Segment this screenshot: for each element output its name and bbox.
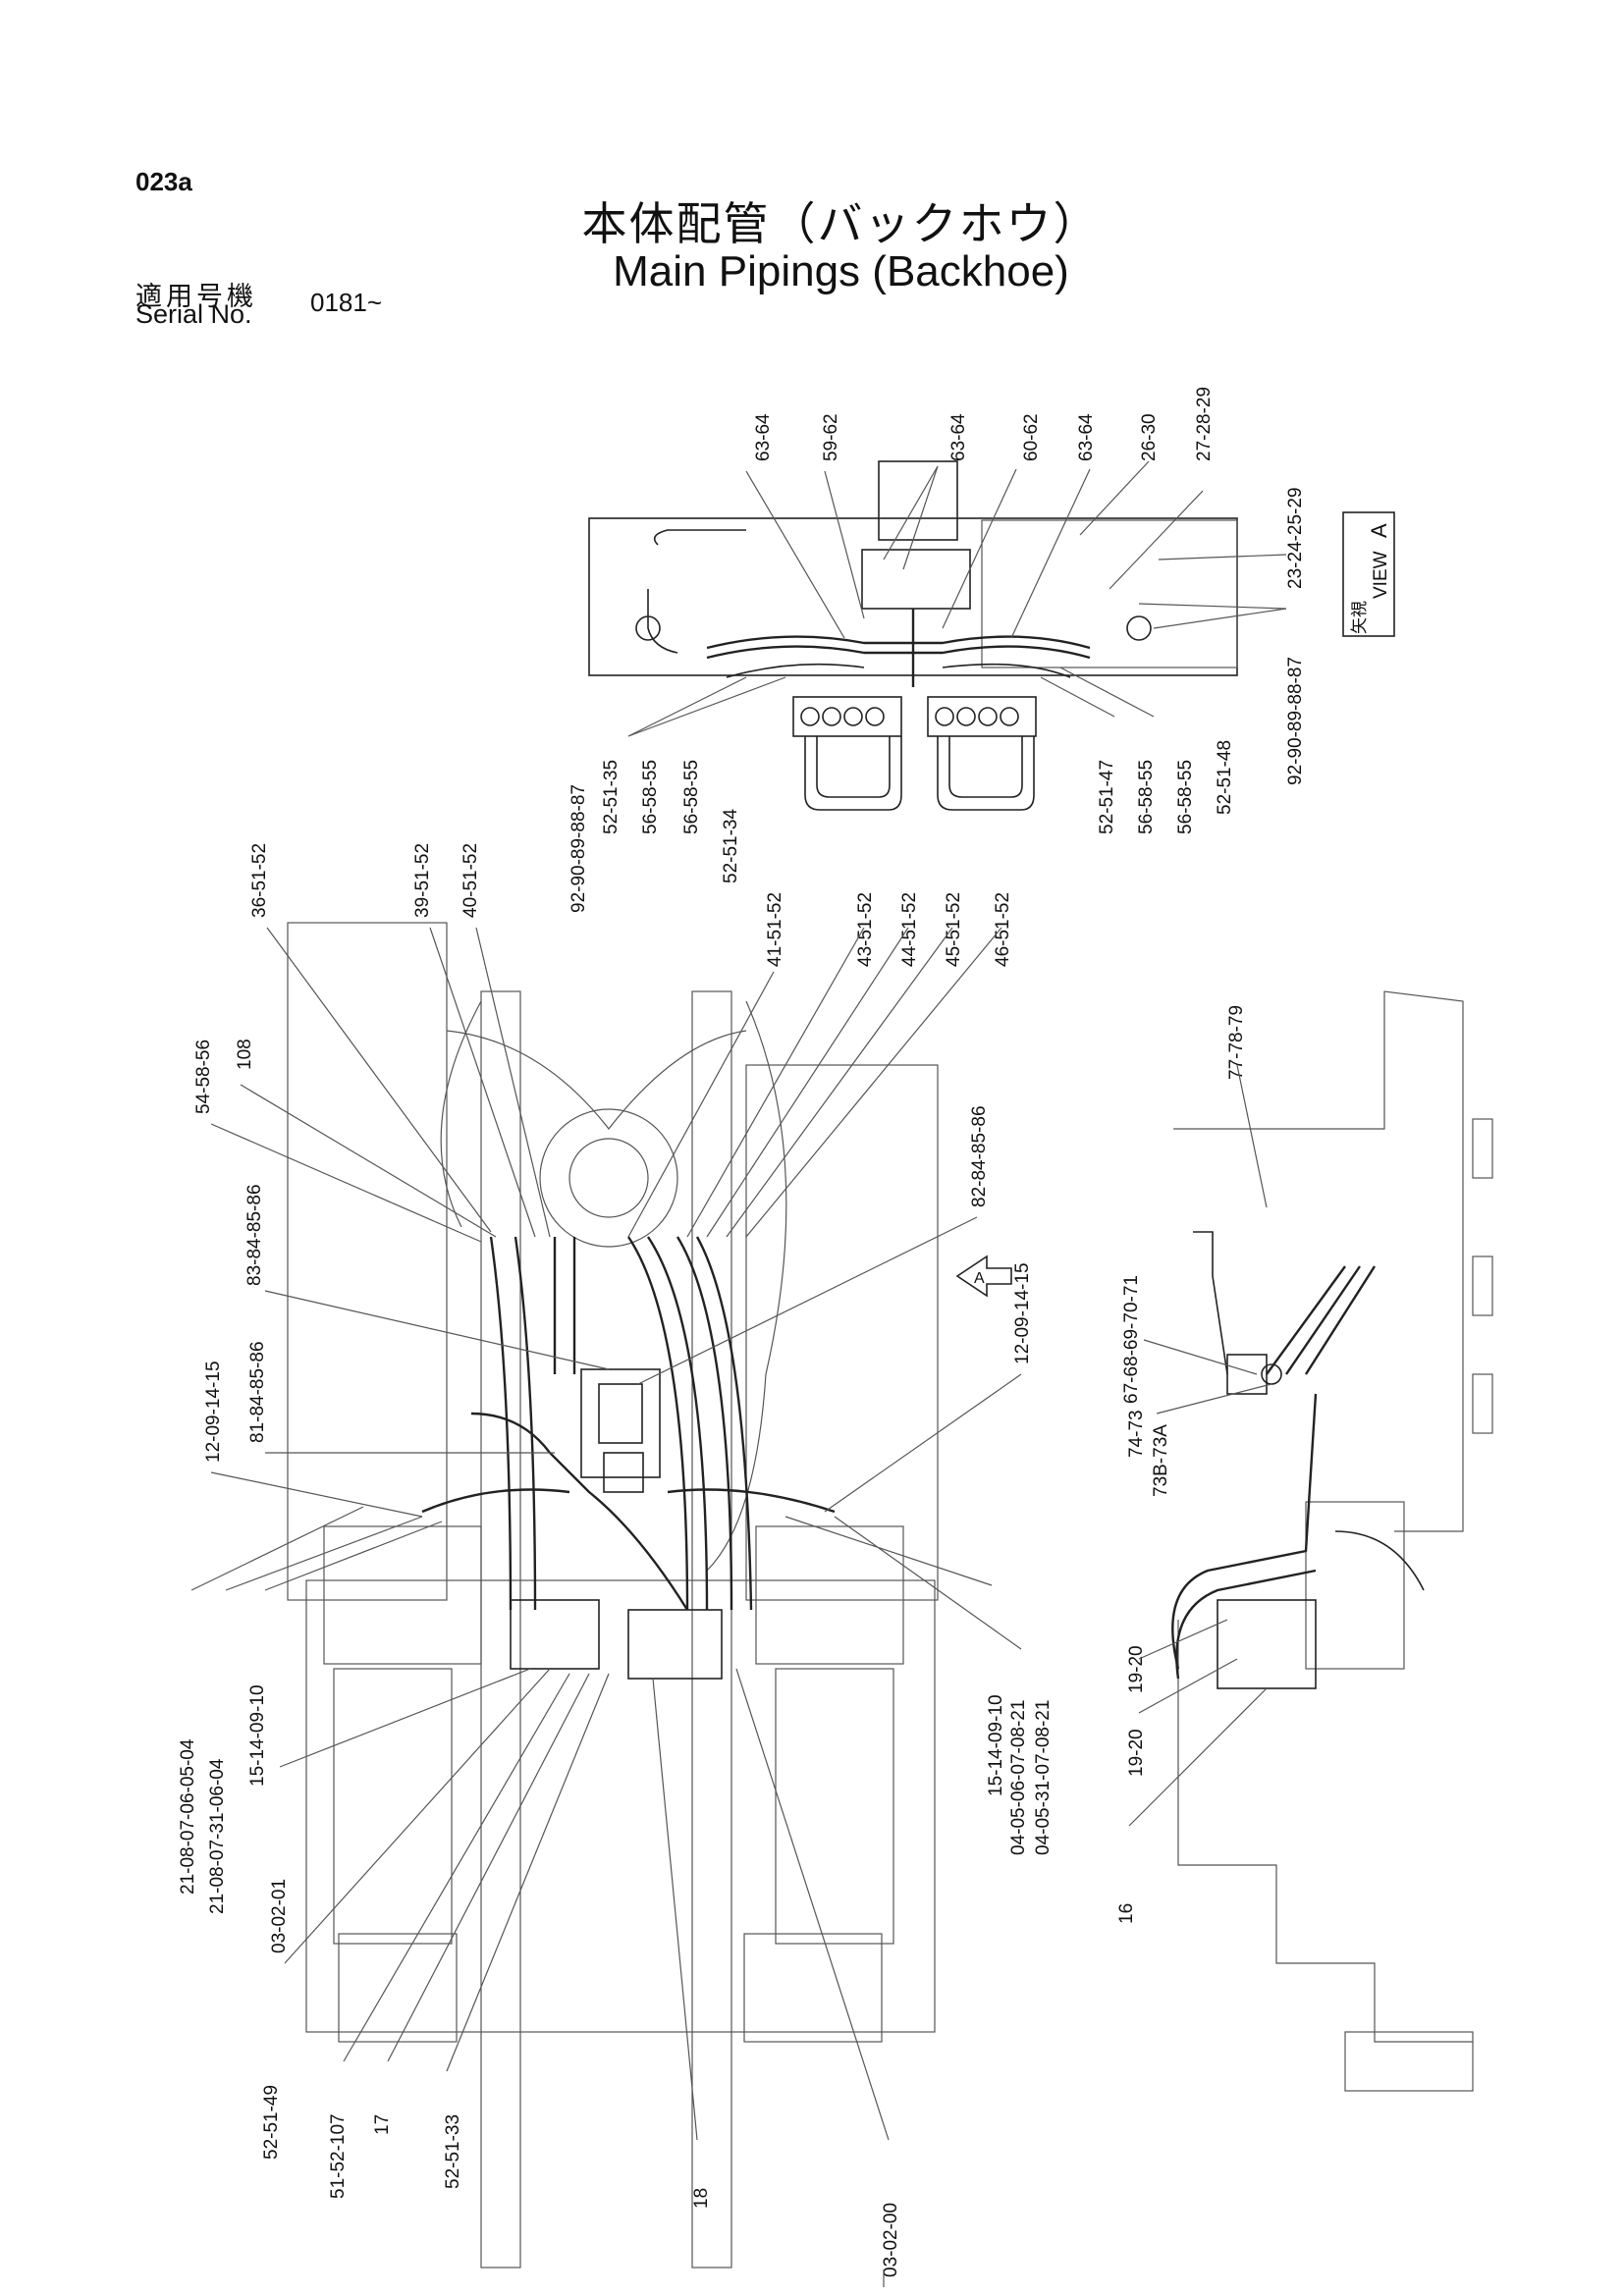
callout-label: 04-05-31-07-08-21 [1033,1700,1054,1855]
main-plan-view: A [287,922,1012,2269]
callout-label: 40-51-52 [460,843,481,918]
view-label-letter: A [1367,523,1391,538]
serial-label: Serial No. [135,299,252,329]
callout-label: 41-51-52 [765,892,785,967]
callout-label: 92-90-89-88-87 [568,784,589,913]
view-a-arrow-icon [955,1255,1012,1298]
callout-label: 18 [691,2188,712,2209]
callout-label: 60-62 [1021,413,1042,461]
callout-label: 45-51-52 [944,892,964,967]
callout-label: 56-58-55 [1136,760,1157,834]
callout-label: 12-09-14-15 [203,1361,224,1463]
callout-label: 21-08-07-06-05-04 [178,1738,198,1895]
callout-label: 26-30 [1139,413,1160,461]
callout-label: 21-08-07-31-06-04 [207,1758,228,1914]
callout-label: 15-14-09-10 [986,1694,1006,1796]
page-title: Main Pipings (Backhoe) [613,247,1069,295]
callout-label: 46-51-52 [993,892,1013,967]
view-a-valve-left [792,696,902,737]
view-a-detail [588,460,1238,811]
view-a-label-box: 矢視 VIEW A [1342,511,1395,637]
callout-label: 43-51-52 [855,892,876,967]
callout-label: 73B-73A [1151,1424,1171,1497]
view-a-valve-right [927,696,1037,737]
callout-label: 52-51-48 [1215,740,1235,815]
callout-label: 56-58-55 [681,760,702,834]
callout-label: 63-64 [753,413,774,461]
callout-label: 17 [372,2114,393,2135]
callout-label: 52-51-35 [601,760,622,834]
callout: 92-90-89-88-87 [1285,657,1306,785]
main-callouts: 36-51-52 39-51-52 40-51-52 41-51-52 43-51-52… [178,843,1054,2277]
callout-label: 54-58-56 [193,1040,214,1114]
callout-label: 04-05-06-07-08-21 [1008,1700,1029,1855]
callout-label: 63-64 [1076,413,1097,461]
callout-label: 16 [1116,1903,1137,1924]
arrow-letter: A [974,1270,985,1287]
callout-label: 52-51-47 [1097,760,1117,834]
callout-label: 63-64 [948,413,969,461]
callout-label: 27-28-29 [1194,387,1215,461]
callout-label: 19-20 [1126,1645,1147,1693]
callout-label: 74-73 [1126,1410,1147,1458]
callout-label: 36-51-52 [249,843,270,918]
callout-label: 15-14-09-10 [247,1684,268,1787]
callout: 23-24-25-29 [1285,487,1306,589]
callout-label: 52-51-34 [721,809,741,883]
page-code: 023a [135,167,192,196]
callout-label: 03-02-00 [881,2203,901,2277]
side-view [1171,990,1493,2092]
page-title-japanese: 本体配管（バックホウ） [581,197,1101,250]
callout-label: 108 [235,1039,255,1070]
callout-label: 51-52-107 [328,2113,349,2199]
callout-label: 82-84-85-86 [969,1105,990,1207]
view-label: VIEW [1371,551,1391,599]
callout-label: 67-68-69-70-71 [1121,1275,1142,1404]
view-a-top-callouts: 63-64 59-62 63-64 60-62 63-64 26-30 27-28-29 [753,387,1215,461]
view-a-callouts: 63-64 59-62 63-64 60-62 63-64 26-30 27-28-29 2… [568,387,1306,913]
callout-label: 77-78-79 [1226,1005,1247,1080]
callout-label: 52-51-49 [261,2085,282,2160]
callout-label: 19-20 [1126,1729,1147,1777]
callout-label: 39-51-52 [412,843,433,918]
callout-label: 56-58-55 [640,760,661,834]
view-label-japanese: 矢視 [1350,601,1370,634]
callout-label: 03-02-01 [269,1879,290,1953]
callout-label: 81-84-85-86 [247,1341,268,1443]
callout-label: 59-62 [821,413,841,461]
callout-label: 12-09-14-15 [1012,1262,1033,1364]
serial-label-japanese: 適用号機 [135,282,257,312]
callout-label: 56-58-55 [1175,760,1196,834]
callout-label: 52-51-33 [443,2114,463,2189]
serial-value: 0181~ [310,288,383,317]
callout-label: 44-51-52 [899,892,920,967]
callout-label: 83-84-85-86 [244,1184,265,1286]
